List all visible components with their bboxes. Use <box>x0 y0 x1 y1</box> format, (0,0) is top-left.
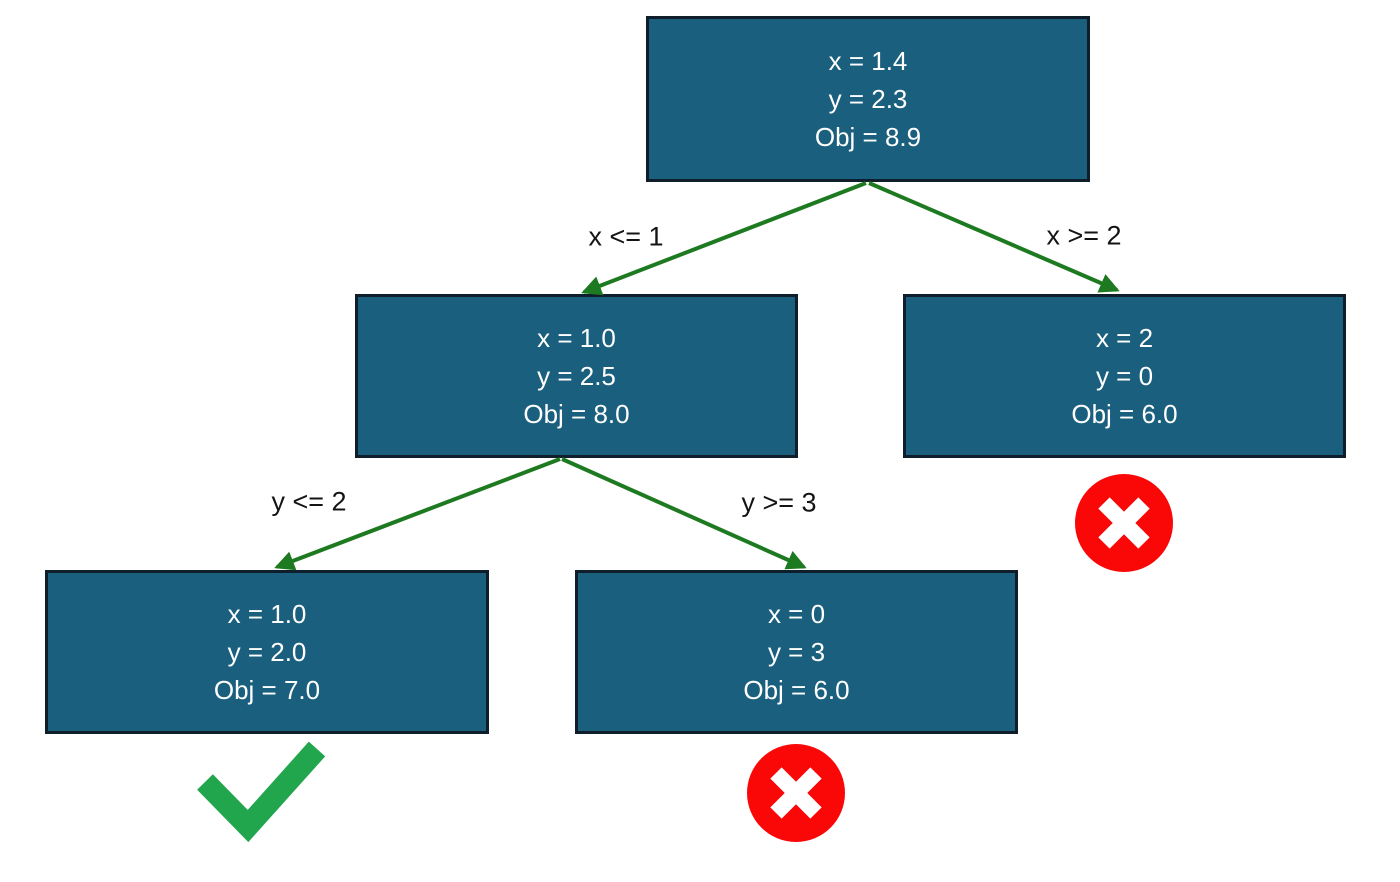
node-line: y = 3 <box>767 637 826 667</box>
edge-label-x-ge-2: x >= 2 <box>1046 220 1122 251</box>
tree-node-right: x = 2 y = 0 Obj = 6.0 <box>903 294 1346 458</box>
cross-icon <box>747 744 845 842</box>
edge-label-y-ge-3: y >= 3 <box>741 487 817 518</box>
tree-node-root: x = 1.4 y = 2.3 Obj = 8.9 <box>646 16 1090 182</box>
node-line: Obj = 8.9 <box>814 122 922 152</box>
check-icon <box>197 741 326 843</box>
node-line: x = 1.0 <box>537 323 616 353</box>
edge-label-x-le-1: x <= 1 <box>588 221 664 252</box>
node-line: y = 2.5 <box>537 361 616 391</box>
node-line: x = 0 <box>767 599 826 629</box>
tree-node-left-left: x = 1.0 y = 2.0 Obj = 7.0 <box>45 570 489 734</box>
edge-label-y-le-2: y <= 2 <box>271 486 347 517</box>
cross-circle <box>747 744 845 842</box>
node-line: Obj = 7.0 <box>213 675 321 705</box>
node-line: x = 1.0 <box>227 599 307 629</box>
cross-glyph <box>1098 497 1150 549</box>
tree-node-left-right: x = 0 y = 3 Obj = 6.0 <box>575 570 1018 734</box>
node-line: x = 1.4 <box>828 46 908 76</box>
node-line: y = 2.0 <box>227 637 307 667</box>
cross-icon <box>1075 474 1173 572</box>
node-line: Obj = 6.0 <box>1071 399 1178 429</box>
node-line: y = 0 <box>1095 361 1154 391</box>
node-line: y = 2.3 <box>828 84 908 114</box>
node-line: x = 2 <box>1095 323 1154 353</box>
tree-node-left: x = 1.0 y = 2.5 Obj = 8.0 <box>355 294 798 458</box>
node-line: Obj = 6.0 <box>743 675 850 705</box>
node-line: Obj = 8.0 <box>523 399 630 429</box>
cross-glyph <box>770 767 822 819</box>
cross-circle <box>1075 474 1173 572</box>
